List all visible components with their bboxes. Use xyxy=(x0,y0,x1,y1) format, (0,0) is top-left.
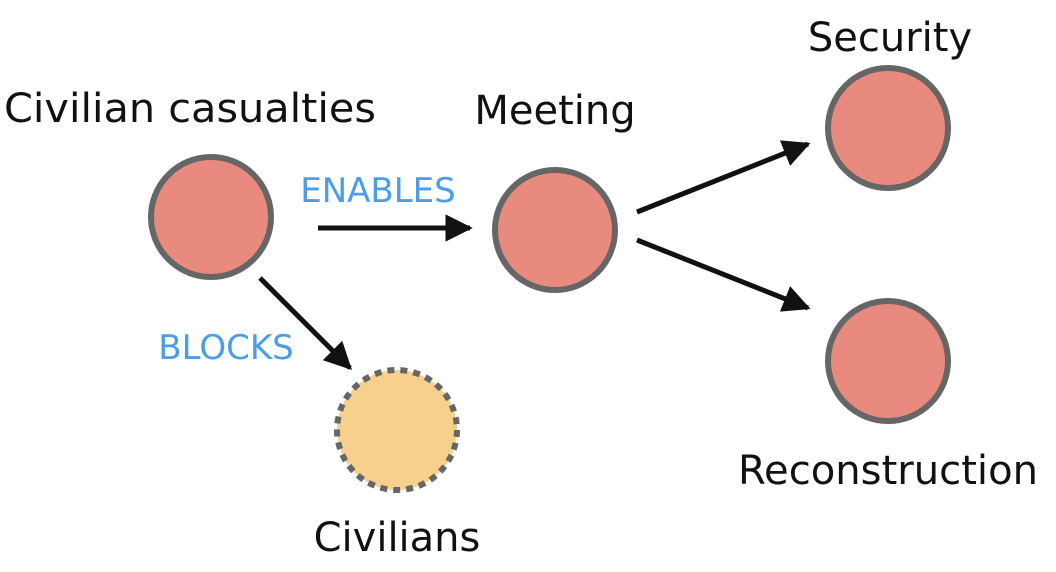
edge-arrow-meeting-to-security xyxy=(636,140,811,215)
edge-label-blocks: BLOCKS xyxy=(158,328,293,368)
node-label-meeting: Meeting xyxy=(474,88,635,134)
node-label-civilian-casualties: Civilian casualties xyxy=(4,86,376,132)
edge-labels: ENABLES BLOCKS xyxy=(158,171,455,368)
node-meeting xyxy=(492,167,618,293)
edge-arrow-meeting-to-reconstruction xyxy=(636,237,811,312)
node-label-security: Security xyxy=(808,15,972,61)
node-security xyxy=(825,65,951,191)
node-civilian-casualties xyxy=(148,154,274,280)
node-labels: Civilian casualties Meeting Security Rec… xyxy=(4,15,1038,561)
node-label-reconstruction: Reconstruction xyxy=(738,448,1038,494)
node-civilians xyxy=(334,367,460,493)
edge-label-enables: ENABLES xyxy=(300,171,456,211)
node-reconstruction xyxy=(825,298,951,424)
edge-arrow-casualties-to-civilians xyxy=(258,276,352,370)
nodes xyxy=(148,65,951,493)
edges xyxy=(258,140,811,370)
node-label-civilians: Civilians xyxy=(314,515,481,561)
